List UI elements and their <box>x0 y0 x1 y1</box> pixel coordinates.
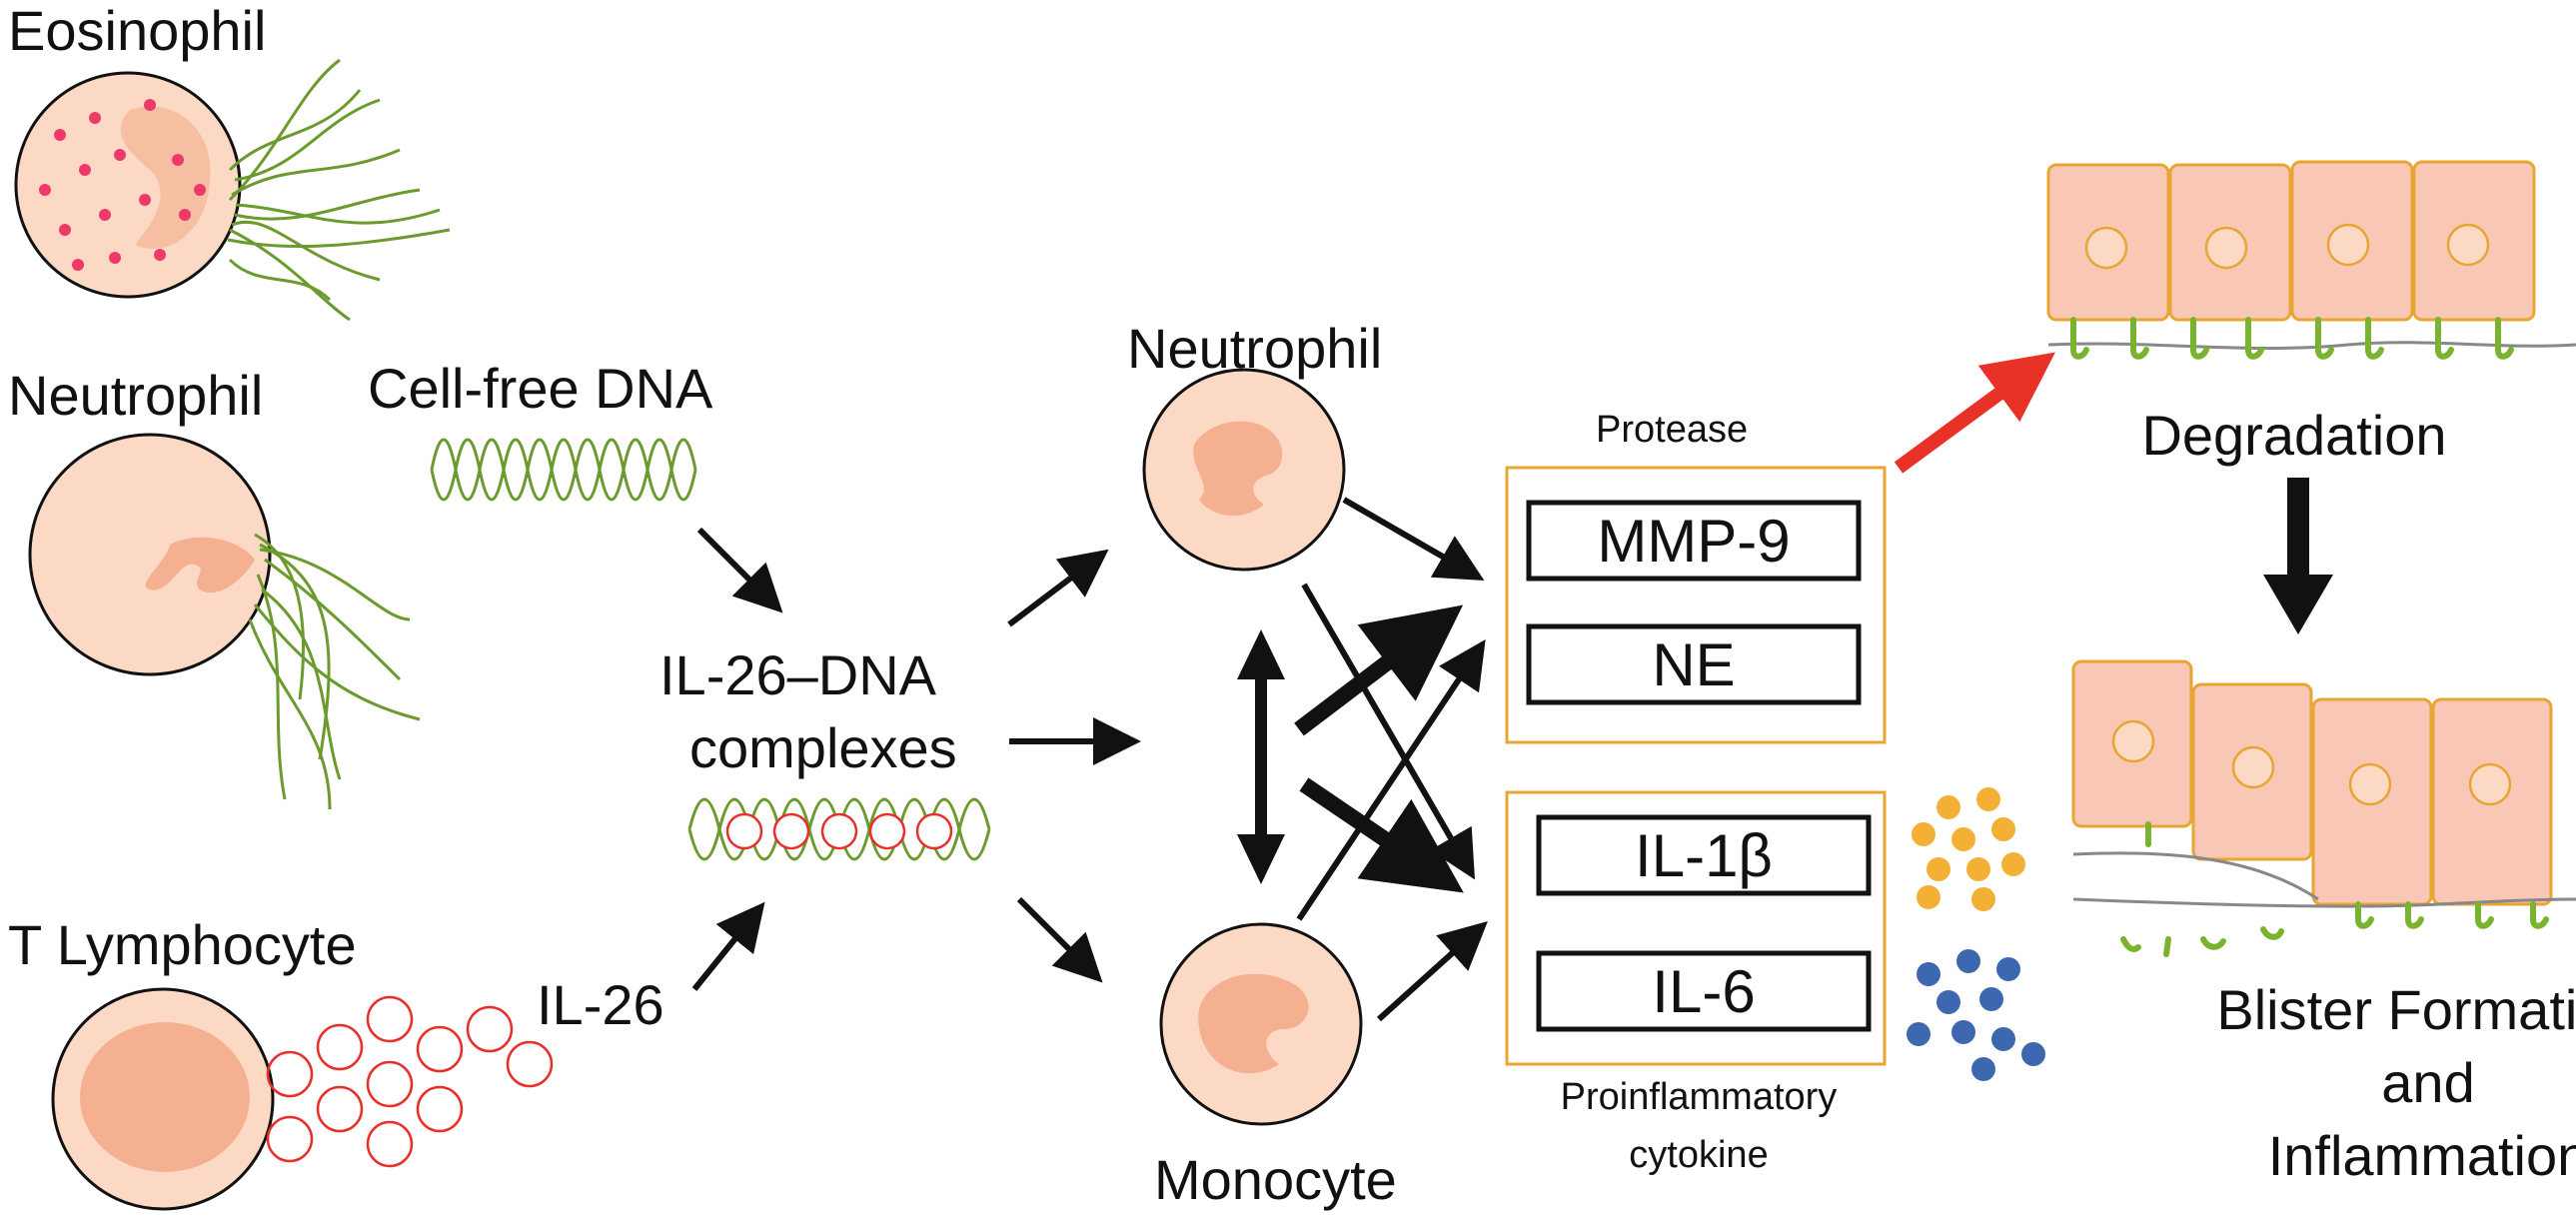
eosinophil-label: Eosinophil <box>8 0 266 62</box>
result-label-line1: Blister Formation <box>2216 978 2576 1041</box>
neutrophil-left-dna-traps <box>248 533 421 810</box>
mmp9-label: MMP-9 <box>1597 508 1790 575</box>
arrows-from-complex <box>1007 549 1141 983</box>
neutrophil-center-cell <box>1142 368 1346 572</box>
monocyte-cell <box>1159 922 1363 1126</box>
il26-dna-complex-helix <box>687 797 991 861</box>
cell-free-dna-label: Cell-free DNA <box>368 357 713 420</box>
down-arrow <box>2263 478 2333 634</box>
il26-molecules <box>266 995 554 1168</box>
arrows-to-mediators <box>1294 497 1488 1022</box>
protease-box <box>1505 466 1887 744</box>
neutrophil-left-cell <box>28 433 272 676</box>
cytokine-title-line1: Proinflammatory <box>1561 1076 1838 1118</box>
monocyte-label: Monocyte <box>1154 1148 1397 1211</box>
il1b-label: IL-1β <box>1635 822 1773 889</box>
mmp9-box <box>1526 500 1862 582</box>
complex-label-line1: IL-26–DNA <box>659 643 937 706</box>
cell-free-dna-helix <box>430 438 697 502</box>
blistered-epidermis <box>2071 659 2576 957</box>
complex-label-line2: complexes <box>689 716 957 779</box>
cytokine-box <box>1505 790 1887 1066</box>
ne-label: NE <box>1652 631 1735 698</box>
protease-title: Protease <box>1596 409 1748 451</box>
il6-dots <box>1907 949 2045 1081</box>
il26-label: IL-26 <box>537 973 664 1036</box>
double-arrow-neutrophil-monocyte <box>1237 629 1285 884</box>
eosinophil-dna-traps <box>227 58 451 322</box>
degradation-label: Degradation <box>2141 404 2446 467</box>
intact-epidermis <box>2046 160 2576 360</box>
t-lymphocyte-label: T Lymphocyte <box>8 913 357 976</box>
result-label-line2: and <box>2381 1051 2474 1114</box>
cytokine-title-line2: cytokine <box>1629 1134 1768 1176</box>
eosinophil-cell <box>14 71 242 299</box>
red-arrow-to-degradation <box>1894 352 2055 474</box>
il6-label: IL-6 <box>1652 958 1755 1025</box>
ne-box <box>1526 623 1862 705</box>
result-label-line3: Inflammation <box>2268 1124 2576 1187</box>
neutrophil-left-label: Neutrophil <box>8 364 263 427</box>
t-lymphocyte-cell <box>51 987 275 1211</box>
il6-box <box>1536 950 1872 1032</box>
il1b-dots <box>1912 787 2025 911</box>
arrows-to-complex <box>691 527 783 991</box>
il1b-box <box>1536 814 1872 896</box>
